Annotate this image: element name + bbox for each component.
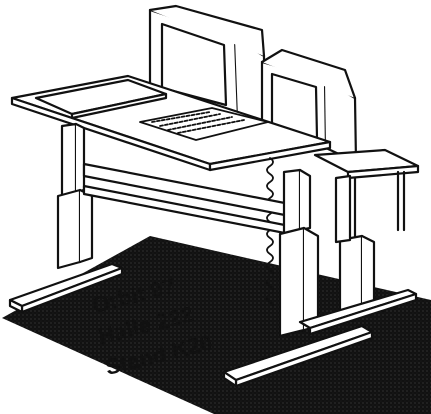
side-desk (313, 148, 420, 242)
coiled-cable (266, 157, 274, 311)
floor-shadow (2, 236, 431, 414)
keyboard (139, 107, 269, 141)
desk-frame (8, 122, 418, 388)
